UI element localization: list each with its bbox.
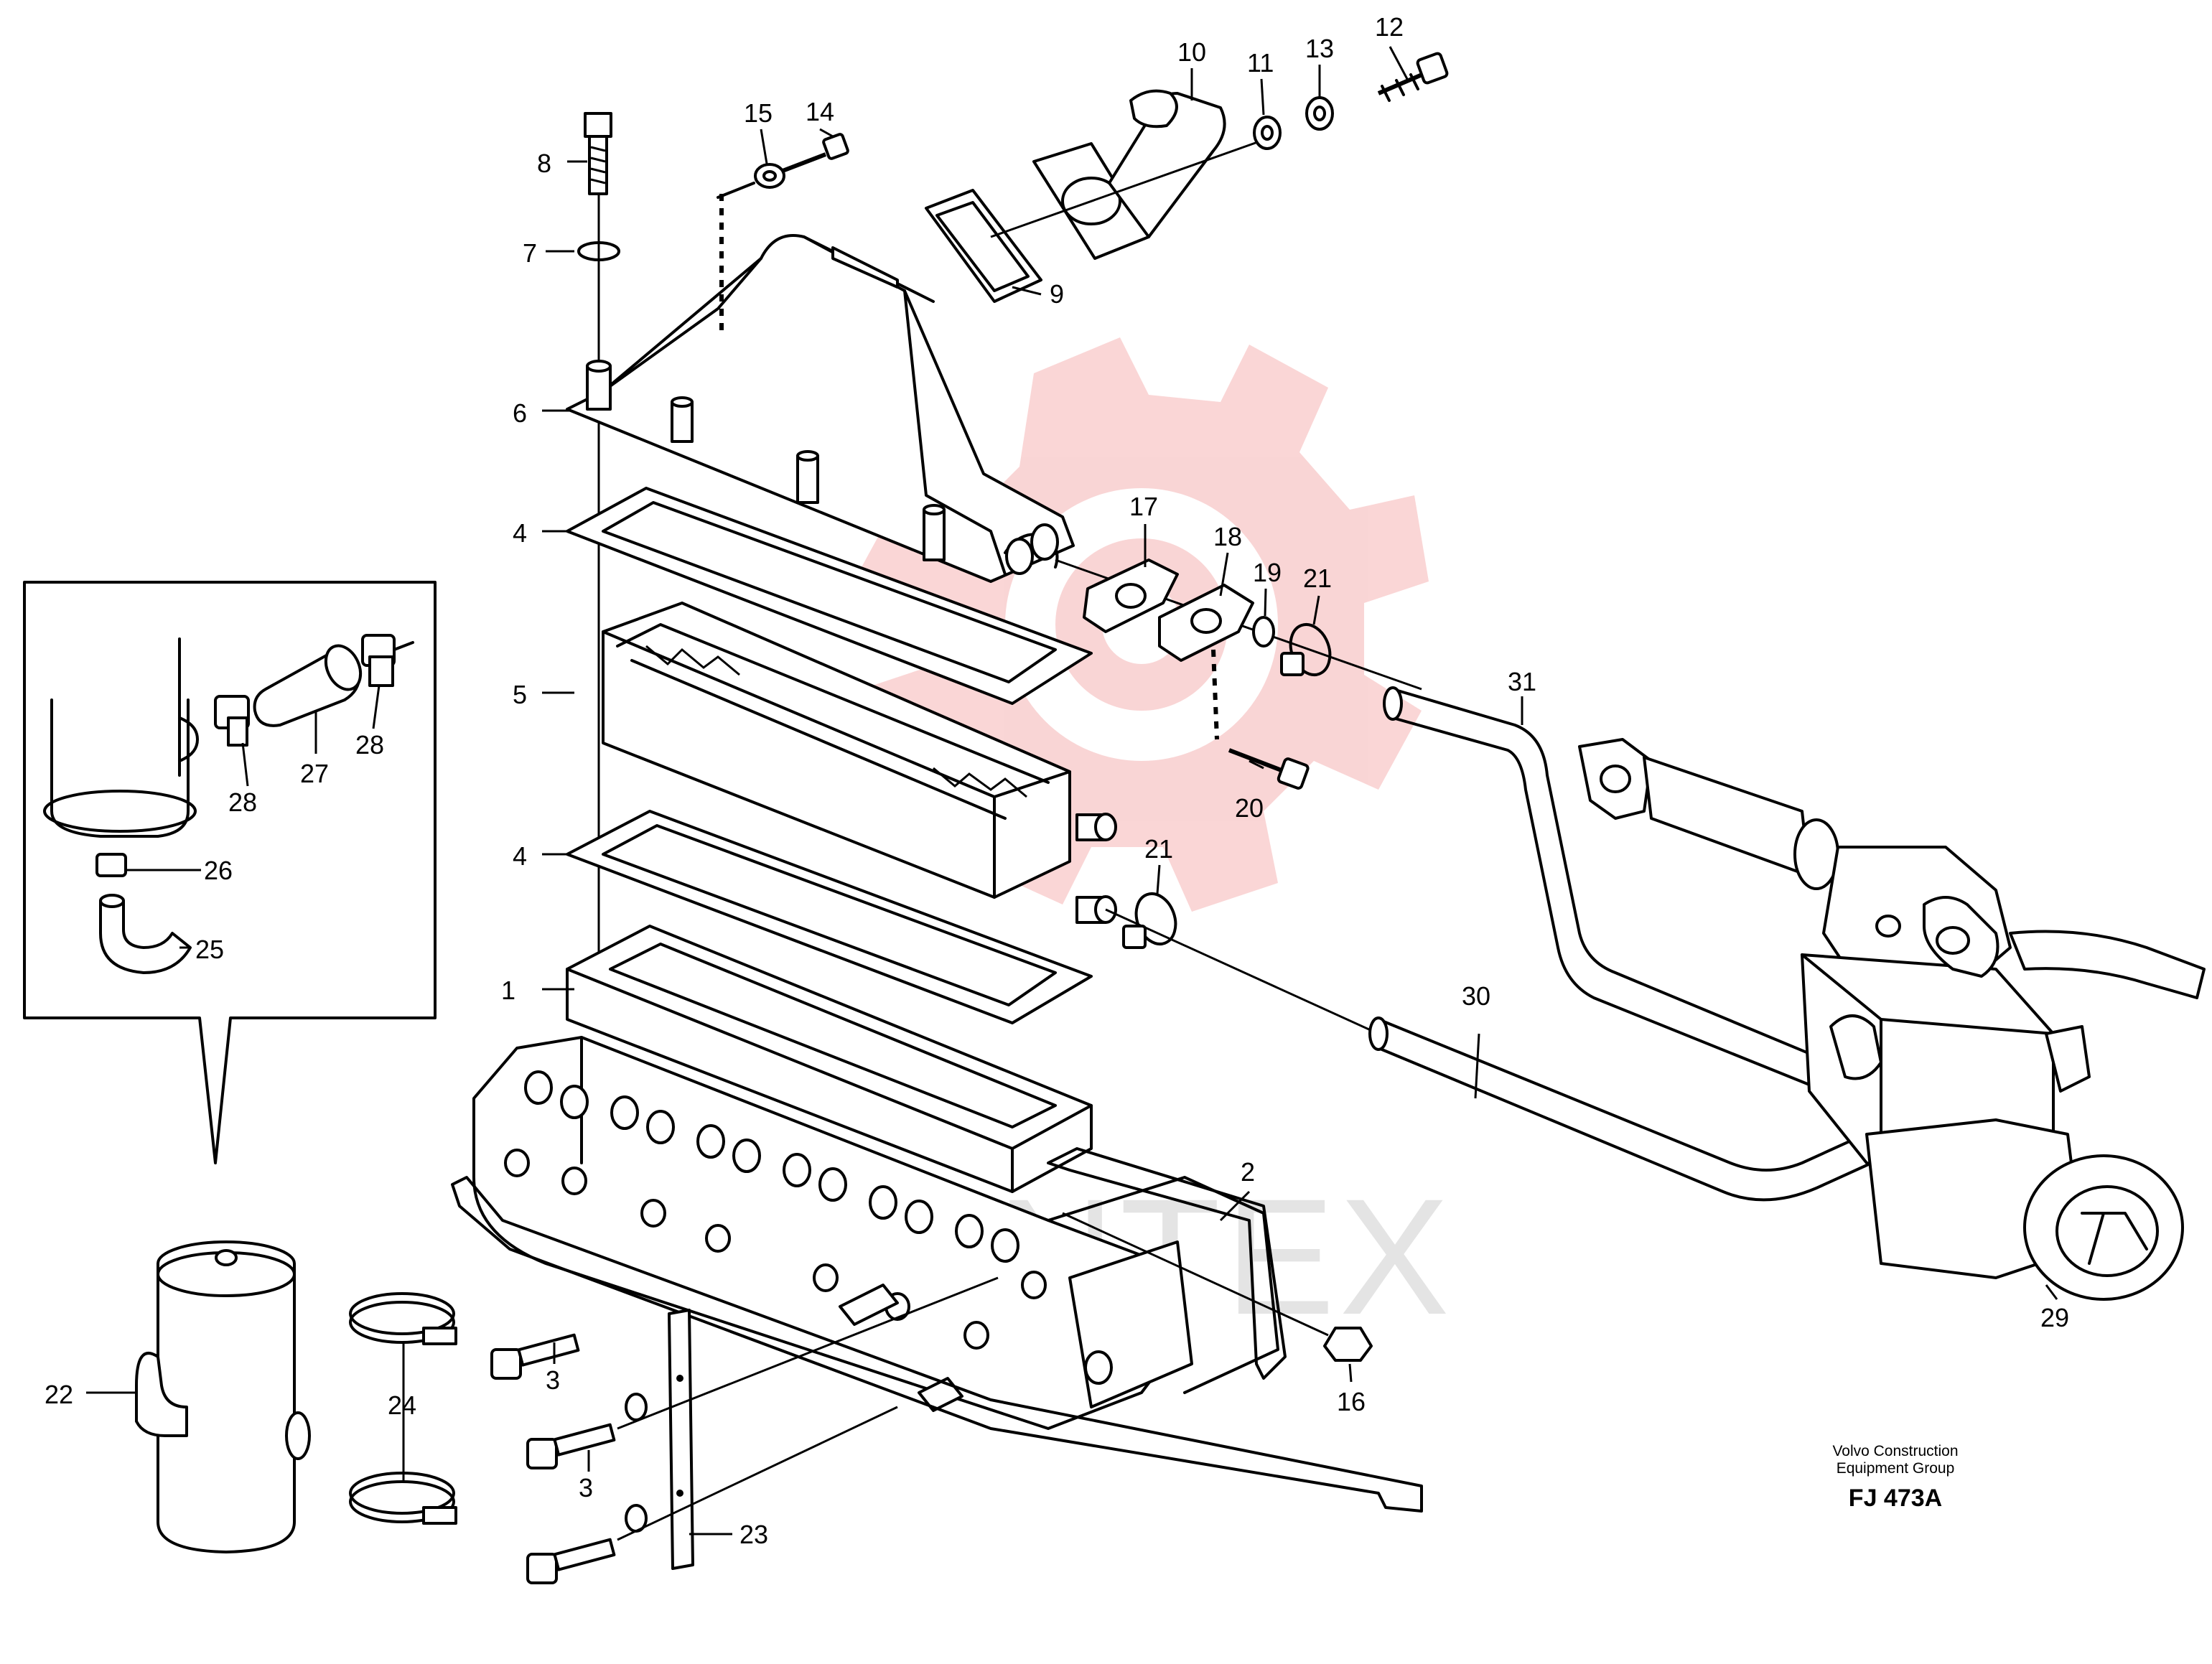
part-12-bolt <box>1377 52 1449 102</box>
part-16-plug <box>1062 1212 1373 1362</box>
part-14-bolt <box>781 133 849 173</box>
drawing-code: FJ 473A <box>1849 1485 1942 1512</box>
callout-19: 19 <box>1253 558 1282 587</box>
part-4-gasket-lower <box>566 810 1093 1024</box>
part-3-bolt-b <box>526 1276 999 1469</box>
callout-15: 15 <box>744 98 773 128</box>
part-1-frame <box>566 925 1093 1193</box>
part-15-washer <box>754 163 785 189</box>
callout-20: 20 <box>1235 793 1264 823</box>
callout-21-upper: 21 <box>1303 564 1332 593</box>
part-8-bolt <box>584 112 612 195</box>
part-18-flange <box>1158 584 1254 740</box>
part-20-bolt <box>1228 748 1310 790</box>
part-24-hose-clamp-upper <box>349 1292 457 1345</box>
callout-4-lower: 4 <box>513 841 527 871</box>
callout-17: 17 <box>1129 492 1158 521</box>
callout-31: 31 <box>1508 667 1536 696</box>
part-9-gasket <box>925 189 1042 303</box>
callout-23: 23 <box>739 1520 768 1549</box>
part-4-gasket-upper <box>566 487 1093 705</box>
callout-11: 11 <box>1247 48 1274 78</box>
callout-25: 25 <box>195 935 224 964</box>
callout-18: 18 <box>1213 522 1242 551</box>
credit-block: Volvo Construction Equipment Group FJ 47… <box>1832 1443 1958 1512</box>
callout-21-lower: 21 <box>1144 834 1173 864</box>
part-10-outlet-pipe <box>1032 89 1226 260</box>
callout-16: 16 <box>1337 1387 1366 1416</box>
callout-24: 24 <box>388 1390 416 1420</box>
callout-8: 8 <box>537 149 551 178</box>
part-22-air-container <box>135 1240 311 1553</box>
callout-10: 10 <box>1177 37 1206 67</box>
callout-3-lower: 3 <box>579 1473 593 1502</box>
part-23-bracket <box>668 1309 694 1570</box>
part-2-gasket-rail <box>451 1147 1423 1513</box>
inset-detail-box <box>23 581 437 1164</box>
part-19-o-ring <box>1252 616 1275 648</box>
part-21-hose-clamp-upper <box>1280 623 1332 676</box>
callout-3-upper: 3 <box>546 1365 560 1395</box>
part-11-washer <box>1253 116 1282 150</box>
callout-1: 1 <box>501 976 515 1005</box>
callout-12-13: 13 <box>1305 34 1334 63</box>
callout-22: 22 <box>45 1380 73 1409</box>
callout-29: 29 <box>2040 1303 2069 1332</box>
callout-4-upper: 4 <box>513 518 527 548</box>
callout-12: 12 <box>1375 12 1404 42</box>
part-3-bolt-a <box>490 1333 580 1380</box>
part-3-bolt-c <box>526 1406 898 1584</box>
part-17-flange-gasket <box>1083 558 1179 633</box>
callout-26: 26 <box>204 856 233 885</box>
callout-9: 9 <box>1050 279 1064 309</box>
credit-line-2: Equipment Group <box>1837 1460 1955 1477</box>
callout-28-right: 28 <box>355 730 384 759</box>
callout-6: 6 <box>513 398 527 428</box>
part-6-cover-housing <box>566 194 1075 583</box>
callout-2: 2 <box>1241 1157 1255 1187</box>
callout-5: 5 <box>513 680 527 709</box>
credit-line-1: Volvo Construction <box>1832 1443 1958 1459</box>
part-24-hose-clamp-lower <box>349 1472 457 1525</box>
callout-30: 30 <box>1462 981 1490 1011</box>
callout-leaders <box>86 46 2058 1536</box>
callout-28-left: 28 <box>228 787 257 817</box>
callout-14: 14 <box>806 97 834 126</box>
callout-labels: 1 2 3 3 4 4 5 6 7 8 9 10 11 13 12 14 15 … <box>45 12 2069 1549</box>
callout-27: 27 <box>300 759 329 788</box>
part-29-turbo-assembly <box>1578 738 2206 1301</box>
callout-7: 7 <box>523 238 537 268</box>
part-13-washer <box>1305 96 1334 131</box>
